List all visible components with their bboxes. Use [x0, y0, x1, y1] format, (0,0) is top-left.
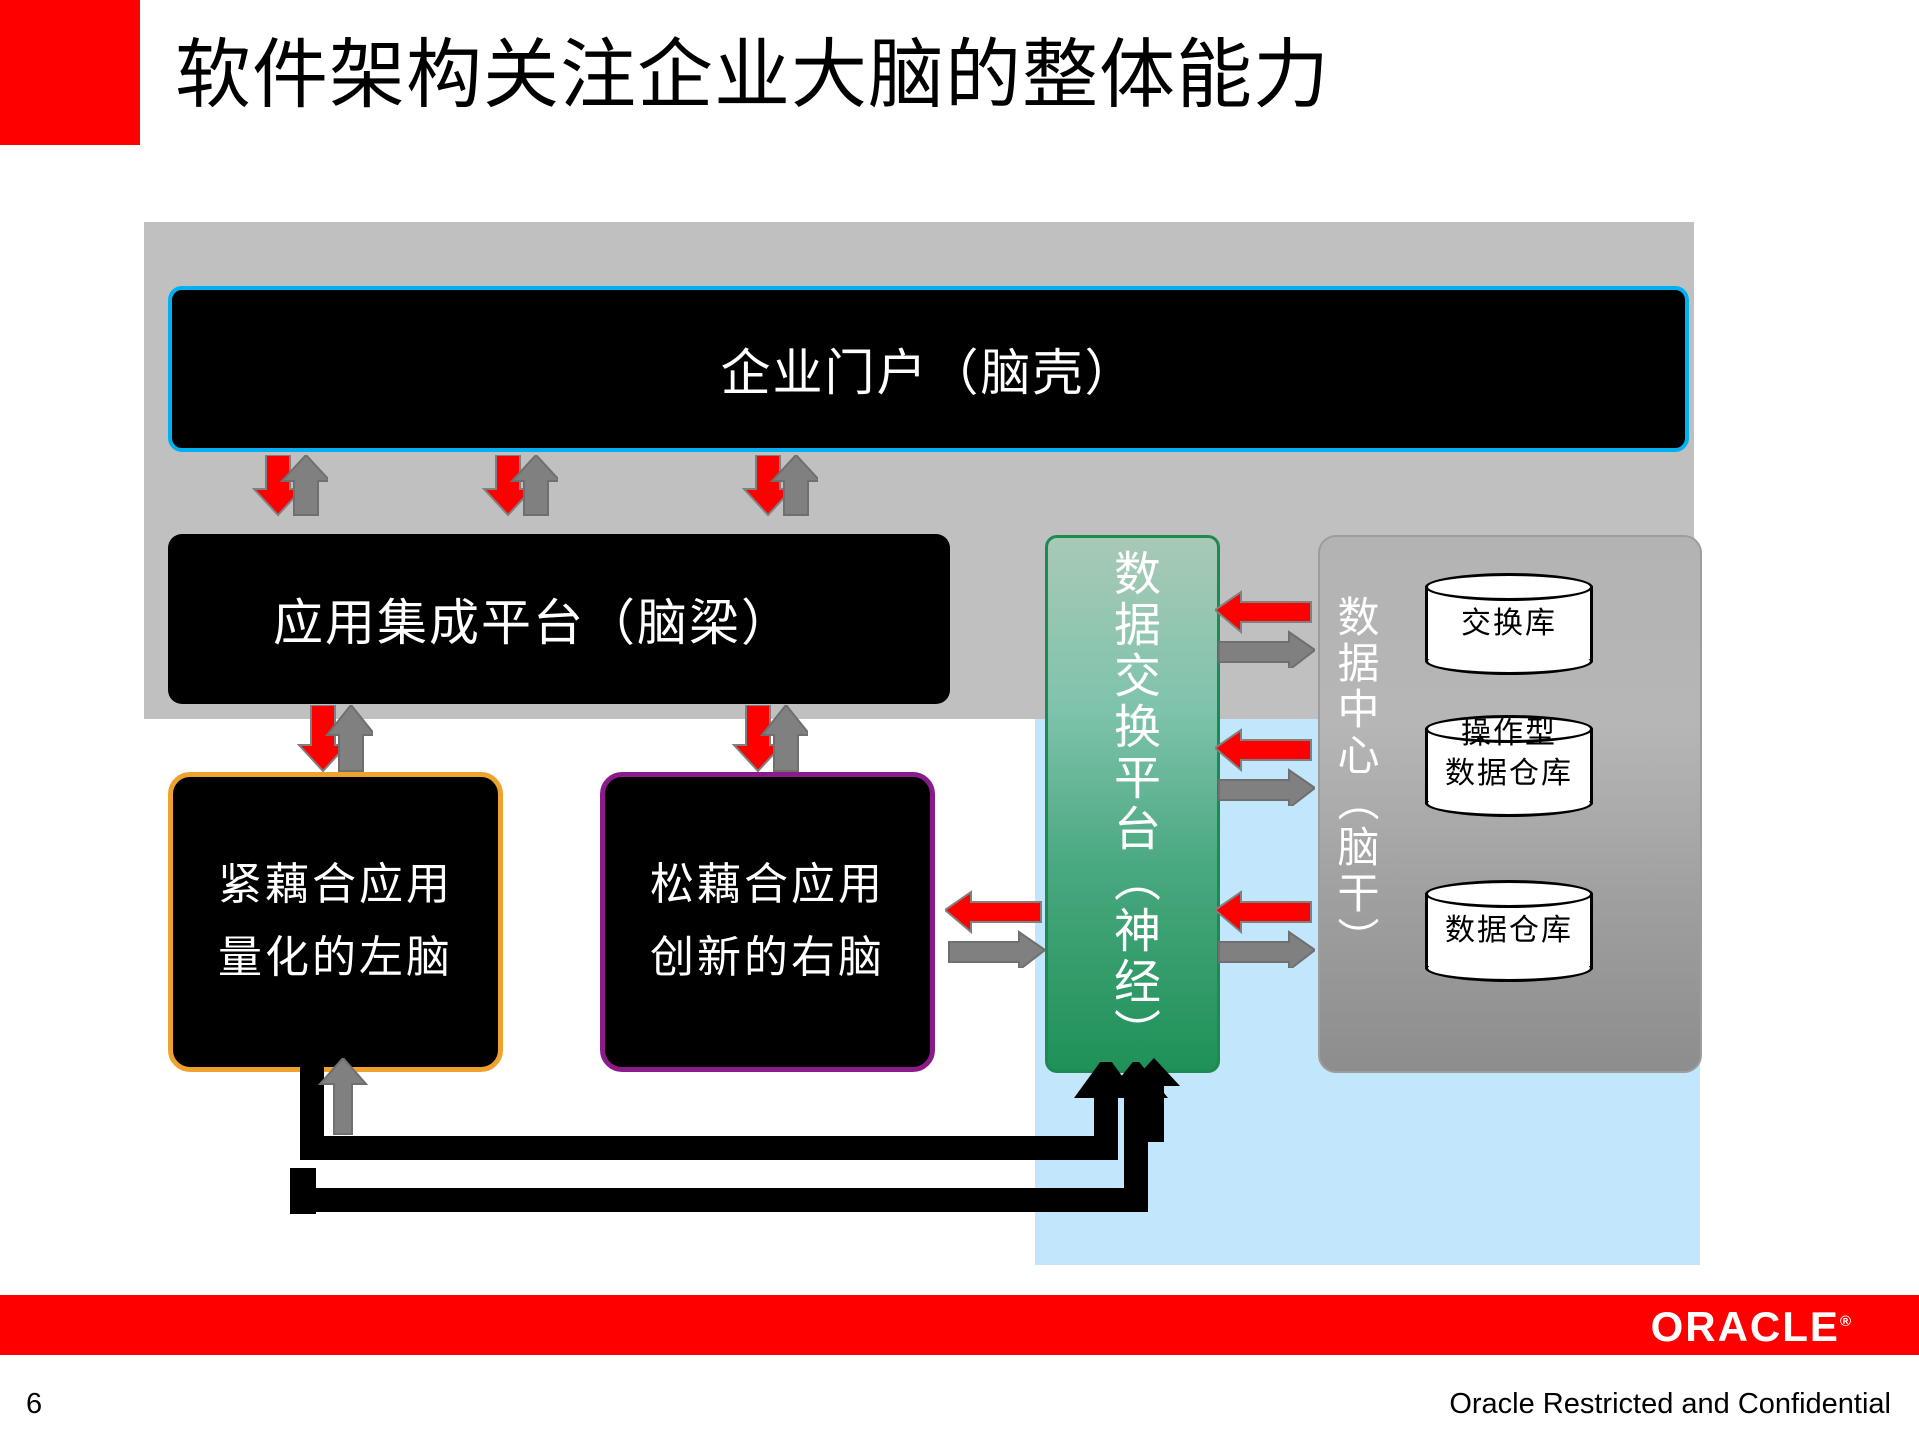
- arrow-up-leftbrain-return: [318, 1058, 374, 1136]
- database-label-line1: 交换库: [1461, 605, 1557, 641]
- oracle-logo: ORACLE®: [1651, 1303, 1853, 1351]
- arrow-pair-rightbrain-exchange: [945, 890, 1045, 968]
- arrow-pair-exchange-datacenter-2: [1215, 728, 1315, 806]
- database-cylinder-warehouse[interactable]: 数据仓库: [1425, 880, 1593, 982]
- application-integration-platform-box[interactable]: 应用集成平台（脑梁）: [168, 534, 950, 704]
- registered-mark: ®: [1839, 1313, 1853, 1330]
- enterprise-portal-label: 企业门户（脑壳）: [720, 344, 1137, 402]
- loosely-coupled-app-box[interactable]: 松藕合应用 创新的右脑: [600, 772, 935, 1072]
- elbow-connector-outer: [290, 1062, 1170, 1237]
- cylinder-top-ellipse: [1425, 880, 1593, 908]
- elbow-connector-inner: [300, 1062, 1140, 1187]
- arrow-pair-portal-integration-1: [250, 455, 328, 517]
- database-cylinder-operational[interactable]: 操作型 数据仓库: [1425, 715, 1593, 817]
- confidentiality-notice: Oracle Restricted and Confidential: [1449, 1388, 1891, 1420]
- tightly-coupled-app-box[interactable]: 紧藕合应用 量化的左脑: [168, 772, 503, 1072]
- database-label: 交换库: [1405, 573, 1613, 675]
- cylinder-top-ellipse: [1425, 715, 1593, 743]
- application-integration-platform-label: 应用集成平台（脑梁）: [273, 594, 793, 652]
- tightly-coupled-app-line2: 量化的左脑: [218, 932, 453, 983]
- database-label: 数据仓库: [1405, 880, 1613, 982]
- database-label-line1: 数据仓库: [1445, 912, 1573, 948]
- loosely-coupled-app-line1: 松藕合应用: [650, 859, 885, 911]
- arrow-pair-exchange-datacenter-1: [1215, 590, 1315, 668]
- oracle-wordmark: ORACLE: [1650, 1303, 1840, 1350]
- arrow-pair-portal-integration-2: [480, 455, 558, 517]
- cylinder-top-ellipse: [1425, 573, 1593, 601]
- enterprise-portal-box[interactable]: 企业门户（脑壳）: [168, 286, 1689, 452]
- arrow-pair-portal-integration-3: [740, 455, 818, 517]
- page-title: 软件架构关注企业大脑的整体能力: [175, 30, 1330, 119]
- arrow-up-exchange-return: [1126, 1058, 1186, 1144]
- tightly-coupled-app-line1: 紧藕合应用: [218, 859, 453, 911]
- page-number: 6: [26, 1388, 43, 1420]
- loosely-coupled-app-line2: 创新的右脑: [650, 932, 885, 983]
- database-label-line1: 操作型: [1461, 715, 1557, 751]
- data-center-label: 数据中心（脑干）: [1331, 595, 1380, 963]
- database-label-line2: 数据仓库: [1445, 756, 1573, 791]
- data-exchange-platform-panel[interactable]: 数据交换平台（神经）: [1045, 535, 1220, 1073]
- data-exchange-platform-label: 数据交换平台（神经）: [1105, 549, 1160, 1059]
- database-label: 操作型 数据仓库: [1405, 703, 1613, 805]
- database-cylinder-exchange[interactable]: 交换库: [1425, 573, 1593, 675]
- arrow-pair-integration-leftbrain: [295, 705, 373, 773]
- arrow-pair-integration-rightbrain: [730, 705, 808, 773]
- cylinder-body: [1425, 728, 1593, 804]
- arrow-pair-exchange-datacenter-3: [1215, 890, 1315, 968]
- footer-red-bar: [0, 1295, 1919, 1355]
- red-accent-tab: [0, 0, 140, 145]
